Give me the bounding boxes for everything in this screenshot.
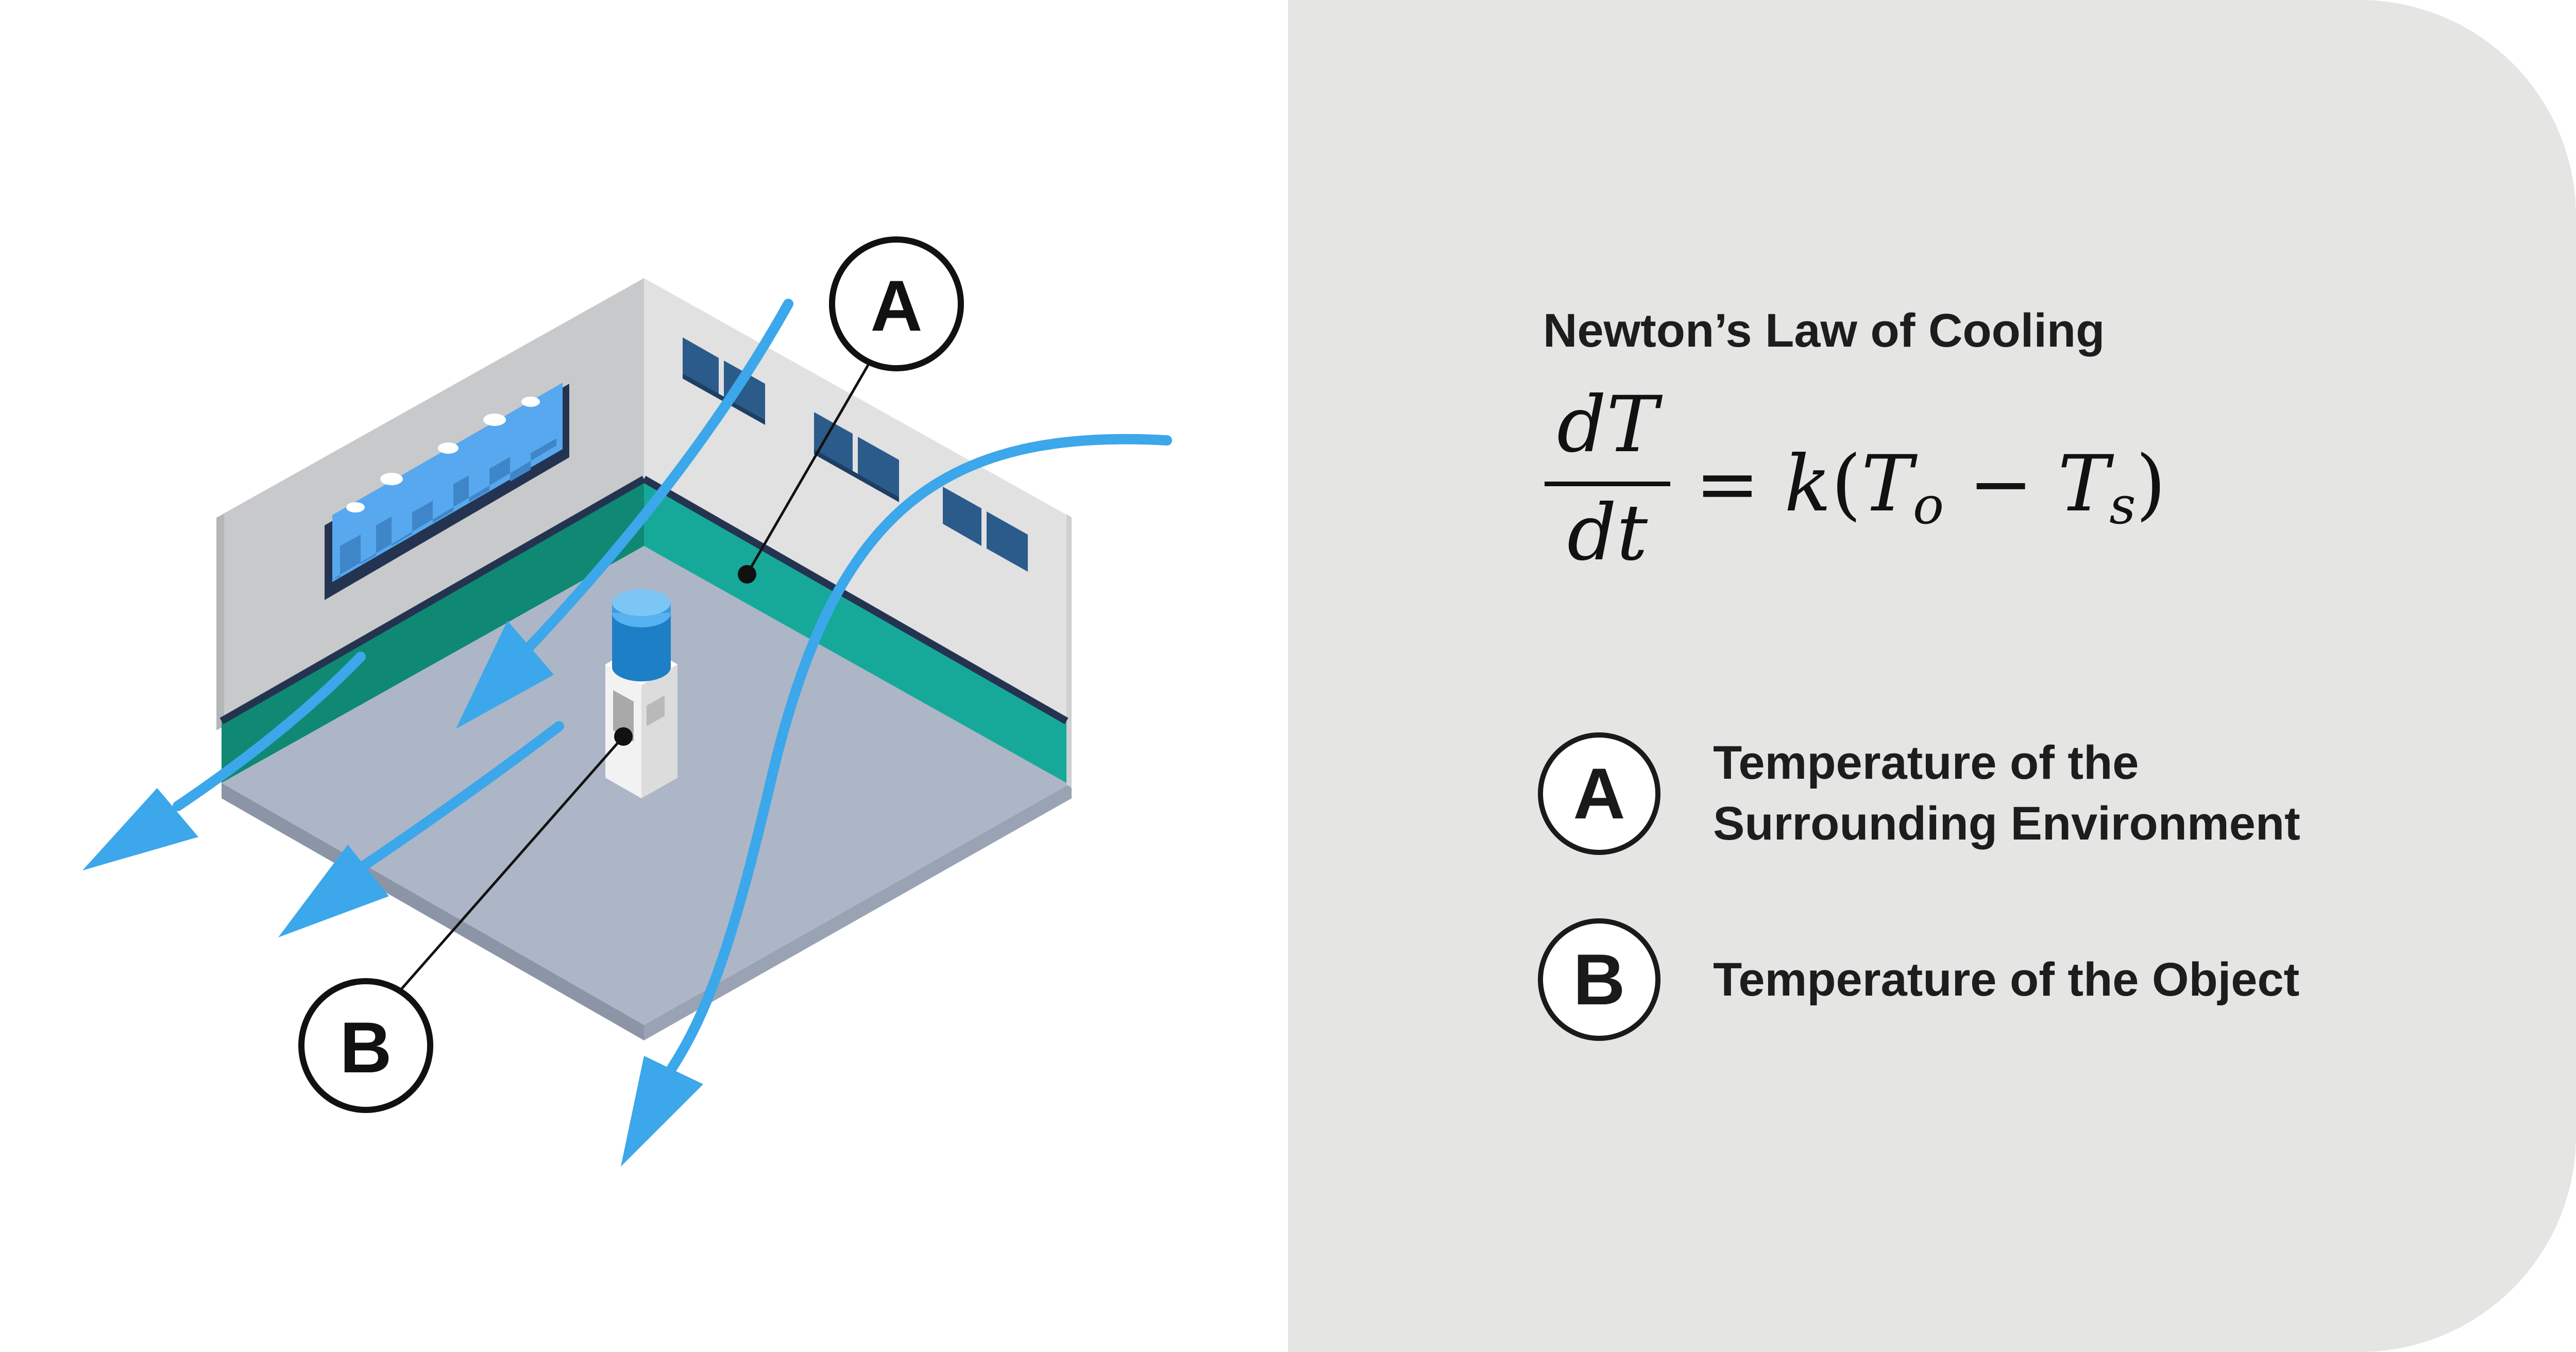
formula-fraction-bar [1545, 482, 1670, 486]
info-panel [1288, 0, 2576, 1352]
formula-k: k [1784, 439, 1832, 529]
legend-badge-b: B [1538, 918, 1660, 1041]
formula-close-paren: ) [2136, 439, 2166, 529]
left-wall-end [216, 514, 224, 730]
legend-item-a: A Temperature of the Surrounding Environ… [1538, 732, 2465, 866]
callout-a-label: A [870, 265, 922, 346]
formula-denominator: dt [1567, 488, 1648, 578]
formula-open-paren: ( [1831, 439, 1861, 529]
floor-slab-left-edge [222, 783, 644, 1040]
airflow-arrow-2 [173, 652, 366, 811]
legend-item-b: B Temperature of the Object [1538, 918, 2465, 1052]
legend-badge-a: A [1538, 732, 1660, 855]
right-wall-trim [644, 479, 1066, 783]
airflow-arrow-1 [510, 299, 793, 667]
right-wall-windows [683, 337, 1028, 572]
panel-title: Newton’s Law of Cooling [1543, 304, 2105, 357]
legend-text-a-line1: Temperature of the [1713, 737, 2139, 789]
floor-slab-right-edge [644, 783, 1072, 1040]
left-wall-trim [222, 479, 644, 783]
formula-right-side: = k(To − Ts) [1695, 439, 2166, 532]
formula-t-o: T [1861, 439, 1913, 529]
callout-a: A [738, 236, 964, 584]
wall-picture [325, 383, 569, 600]
airflow-arrows [173, 299, 1172, 1076]
airflow-arrowheads [82, 621, 703, 1167]
right-wall-trim-edge [642, 475, 1069, 725]
legend-text-b: Temperature of the Object [1713, 953, 2300, 1006]
right-wall-end [1066, 514, 1072, 788]
room-illustration: A B [82, 236, 1172, 1167]
left-wall-trim-edge [219, 475, 646, 725]
airflow-arrow-4 [665, 434, 1172, 1076]
formula-t-s: T [2058, 439, 2110, 529]
formula-minus: − [1968, 439, 2033, 529]
callout-b-label: B [340, 1007, 392, 1088]
airflow-arrow-3 [355, 721, 564, 873]
formula-numerator: dT [1556, 380, 1658, 470]
cooling-formula: dT dt = k(To − Ts) [1540, 381, 2210, 582]
formula-equals: = [1695, 439, 1760, 529]
water-cooler [605, 589, 677, 798]
callout-b: B [298, 727, 633, 1113]
legend-text-a-line2: Surrounding Environment [1713, 797, 2300, 850]
formula-fraction: dT dt [1540, 381, 1674, 582]
formula-sub-s: s [2109, 475, 2136, 536]
formula-sub-o: o [1912, 475, 1944, 536]
